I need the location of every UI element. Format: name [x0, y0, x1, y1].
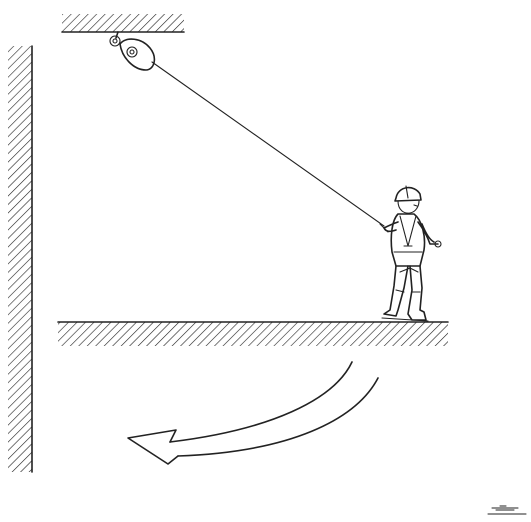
ceiling-hatch [61, 14, 185, 33]
corner-mark [487, 505, 527, 515]
floor-hatch [57, 321, 449, 346]
pulley-block-icon [109, 31, 156, 71]
wall-hatch [8, 45, 33, 473]
curved-arrow-left-icon [127, 361, 379, 465]
lifeline-cable [151, 61, 385, 227]
worker-with-helmet-and-harness-icon [379, 185, 442, 322]
